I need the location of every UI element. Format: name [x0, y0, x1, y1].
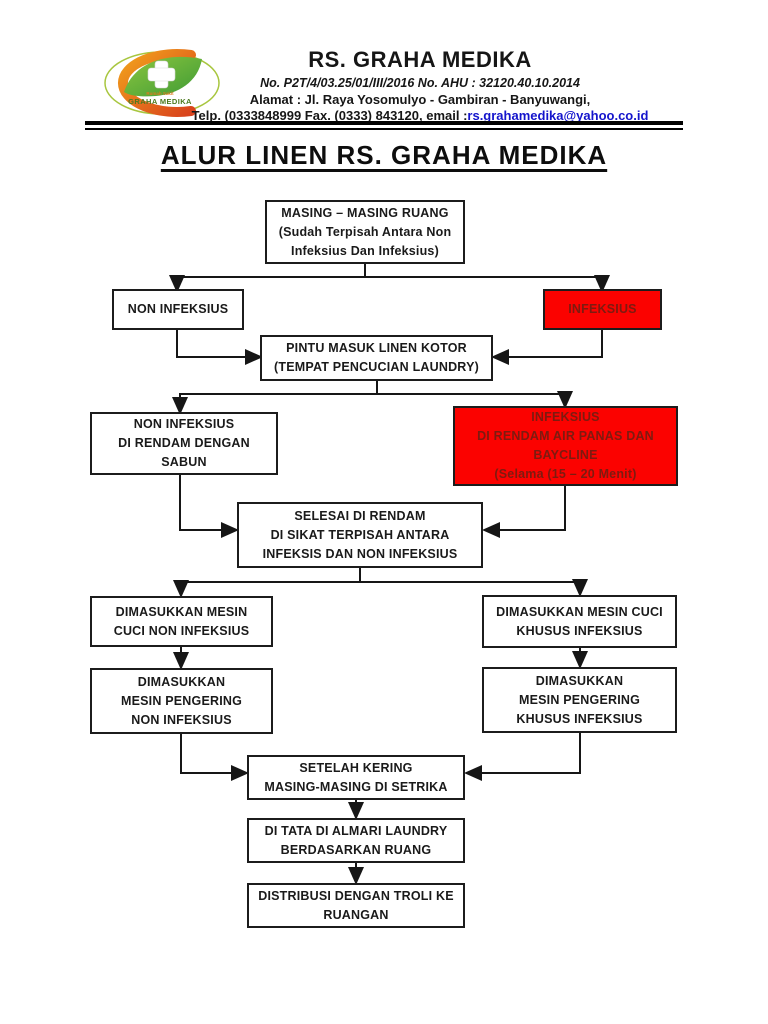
node-setelah-kering-setrika: SETELAH KERING MASING-MASING DI SETRIKA	[247, 755, 465, 800]
registration-number: No. P2T/4/03.25/01/III/2016 No. AHU : 32…	[260, 76, 580, 91]
contact-line: Telp. (0333848999 Fax. (0333) 843120, em…	[150, 108, 690, 125]
medical-cross-icon	[147, 60, 176, 89]
node-non-infeksius-di-rendam: NON INFEKSIUS DI RENDAM DENGAN SABUN	[90, 412, 278, 475]
address-line: Alamat : Jl. Raya Yosomulyo - Gambiran -…	[249, 91, 591, 107]
node-pintu-masuk-linen-kotor: PINTU MASUK LINEN KOTOR (TEMPAT PENCUCIA…	[260, 335, 493, 381]
logo-text: GRAHA MEDIKA	[128, 97, 192, 106]
node-masing-masing-ruang: MASING – MASING RUANG (Sudah Terpisah An…	[265, 200, 465, 264]
node-distribusi-troli: DISTRIBUSI DENGAN TROLI KE RUANGAN	[247, 883, 465, 928]
node-mesin-cuci-khusus-infeksius: DIMASUKKAN MESIN CUCI KHUSUS INFEKSIUS	[482, 595, 677, 648]
letterhead-divider	[85, 121, 683, 130]
page-title: ALUR LINEN RS. GRAHA MEDIKA	[160, 140, 608, 170]
contact-prefix: Telp. (0333848999 Fax. (0333) 843120, em…	[191, 108, 468, 124]
hospital-name: RS. GRAHA MEDIKA	[308, 47, 532, 72]
node-infeksius: INFEKSIUS	[543, 289, 662, 330]
email-link[interactable]: rs.grahamedika@yahoo.co.id	[467, 108, 649, 124]
letterhead: RS. GRAHA MEDIKA No. P2T/4/03.25/01/III/…	[150, 47, 690, 125]
node-selesai-di-rendam: SELESAI DI RENDAM DI SIKAT TERPISAH ANTA…	[237, 502, 483, 568]
node-mesin-pengering-khusus-infeksius: DIMASUKKAN MESIN PENGERING KHUSUS INFEKS…	[482, 667, 677, 733]
node-non-infeksius: NON INFEKSIUS	[112, 289, 244, 330]
hospital-logo-icon: Rumah Sakit GRAHA MEDIKA	[104, 49, 220, 117]
node-mesin-pengering-non-infeksius: DIMASUKKAN MESIN PENGERING NON INFEKSIUS	[90, 668, 273, 734]
logo-swoosh	[118, 49, 196, 117]
node-infeksius-di-rendam: INFEKSIUS DI RENDAM AIR PANAS DAN BAYCLI…	[453, 406, 678, 486]
node-mesin-cuci-non-infeksius: DIMASUKKAN MESIN CUCI NON INFEKSIUS	[90, 596, 273, 647]
node-di-tata-almari-laundry: DI TATA DI ALMARI LAUNDRY BERDASARKAN RU…	[247, 818, 465, 863]
logo-subtext: Rumah Sakit	[146, 91, 174, 96]
